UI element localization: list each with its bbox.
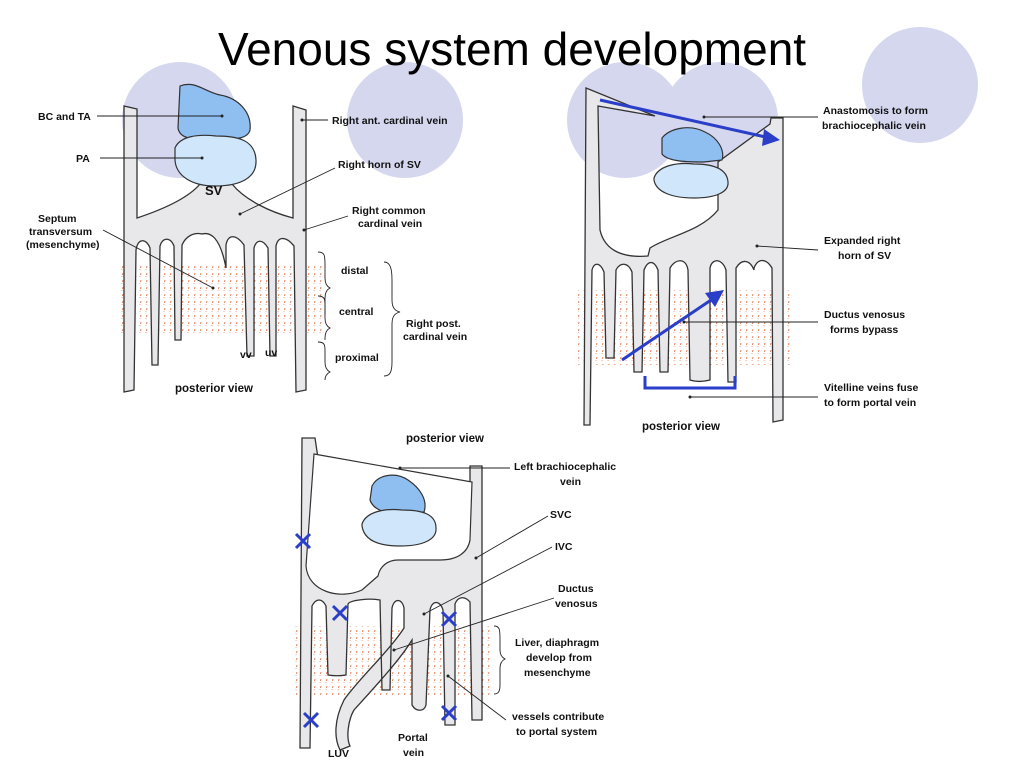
- panel-2: Anastomosis to form brachiocephalic vein…: [578, 87, 928, 433]
- cross-icon: [294, 532, 312, 550]
- expanded-label-line2: horn of SV: [838, 250, 891, 262]
- ductus-bypass-label-line2: forms bypass: [830, 324, 898, 336]
- right-horn-sv-label: Right horn of SV: [338, 159, 421, 171]
- cross-icon: [331, 604, 349, 622]
- panel-3-leaders: [393, 467, 555, 721]
- pa-shape: [653, 162, 729, 199]
- proximal-label: proximal: [335, 352, 379, 364]
- panel-1-leaders: [97, 115, 401, 381]
- liver-label-line2: develop from: [526, 652, 592, 664]
- cross-icon: [302, 711, 320, 729]
- slide-title: Venous system development: [217, 23, 807, 75]
- panel-1-veins: [123, 105, 307, 393]
- anastomosis-arrow: [599, 98, 780, 146]
- cardinal-veins-shape: [123, 105, 307, 393]
- svc-label: SVC: [550, 509, 572, 521]
- luv-label: LUV: [328, 748, 349, 760]
- vessels-label-line2: to portal system: [516, 726, 597, 738]
- ductus-venosus-label-line2: venosus: [555, 598, 598, 610]
- decor-circle: [347, 62, 463, 178]
- pa-label: PA: [76, 153, 90, 165]
- cross-icon: [440, 610, 458, 628]
- septum-region: [118, 265, 323, 335]
- right-common-label-line1: Right common: [352, 205, 426, 217]
- right-post-label-line1: Right post.: [406, 318, 461, 330]
- bc-ta-label: BC and TA: [38, 111, 91, 123]
- ductus-venosus-label-line1: Ductus: [558, 583, 594, 595]
- liver-label-line3: mesenchyme: [524, 667, 591, 679]
- left-brachio-label-line1: Left brachiocephalic: [514, 461, 616, 473]
- right-common-label-line2: cardinal vein: [358, 218, 422, 230]
- central-label: central: [339, 306, 374, 318]
- panel-1-dots: [200, 114, 306, 290]
- panel-2-view-label: posterior view: [642, 421, 720, 433]
- anastomosis-label-line2: brachiocephalic vein: [822, 120, 926, 132]
- panel-1: SV BC and TA PA Septum transv: [26, 83, 467, 395]
- panel-2-veins: [583, 87, 784, 426]
- cardinal-veins-shape: [583, 87, 784, 426]
- ductus-bypass-label-line1: Ductus venosus: [824, 309, 905, 321]
- cross-marks: [294, 532, 458, 729]
- portal-vein-label-line1: Portal: [398, 732, 428, 744]
- septum-label-line1: Septum: [38, 213, 77, 225]
- pa-shape: [174, 134, 257, 187]
- right-ant-cardinal-label: Right ant. cardinal vein: [332, 115, 448, 127]
- uv-label: uv: [265, 347, 277, 359]
- pa-shape: [361, 508, 437, 547]
- panel-3-view-label: posterior view: [406, 433, 484, 445]
- liver-label-line1: Liver, diaphragm: [515, 637, 599, 649]
- vitelline-label-line1: Vitelline veins fuse: [824, 382, 919, 394]
- panel-2-dots: [682, 115, 759, 399]
- vv-label: vv: [240, 349, 252, 361]
- bc-ta-shape: [661, 127, 724, 163]
- panel-2-leaders: [684, 116, 819, 398]
- anastomosis-label-line1: Anastomosis to form: [823, 105, 928, 117]
- cross-icon: [440, 704, 458, 722]
- sv-label: SV: [205, 183, 223, 198]
- ductus-arrow: [621, 290, 724, 362]
- expanded-label-line1: Expanded right: [824, 235, 901, 247]
- portal-vein-label-line2: vein: [403, 747, 424, 759]
- septum-label-line3: (mesenchyme): [26, 239, 100, 251]
- decor-circle: [862, 27, 978, 143]
- ivc-label: IVC: [555, 541, 573, 553]
- left-brachio-label-line2: vein: [560, 476, 581, 488]
- right-post-label-line2: cardinal vein: [403, 331, 467, 343]
- septum-label-line2: transversum: [29, 226, 92, 238]
- panel-1-view-label: posterior view: [175, 383, 253, 395]
- distal-label: distal: [341, 265, 369, 277]
- vitelline-label-line2: to form portal vein: [824, 397, 916, 409]
- panel-3-dots: [392, 466, 478, 678]
- vitelline-bracket: [643, 376, 737, 390]
- panel-3: posterior view Left brachiocephalic vein…: [292, 433, 616, 760]
- vessels-label-line1: vessels contribute: [512, 711, 604, 723]
